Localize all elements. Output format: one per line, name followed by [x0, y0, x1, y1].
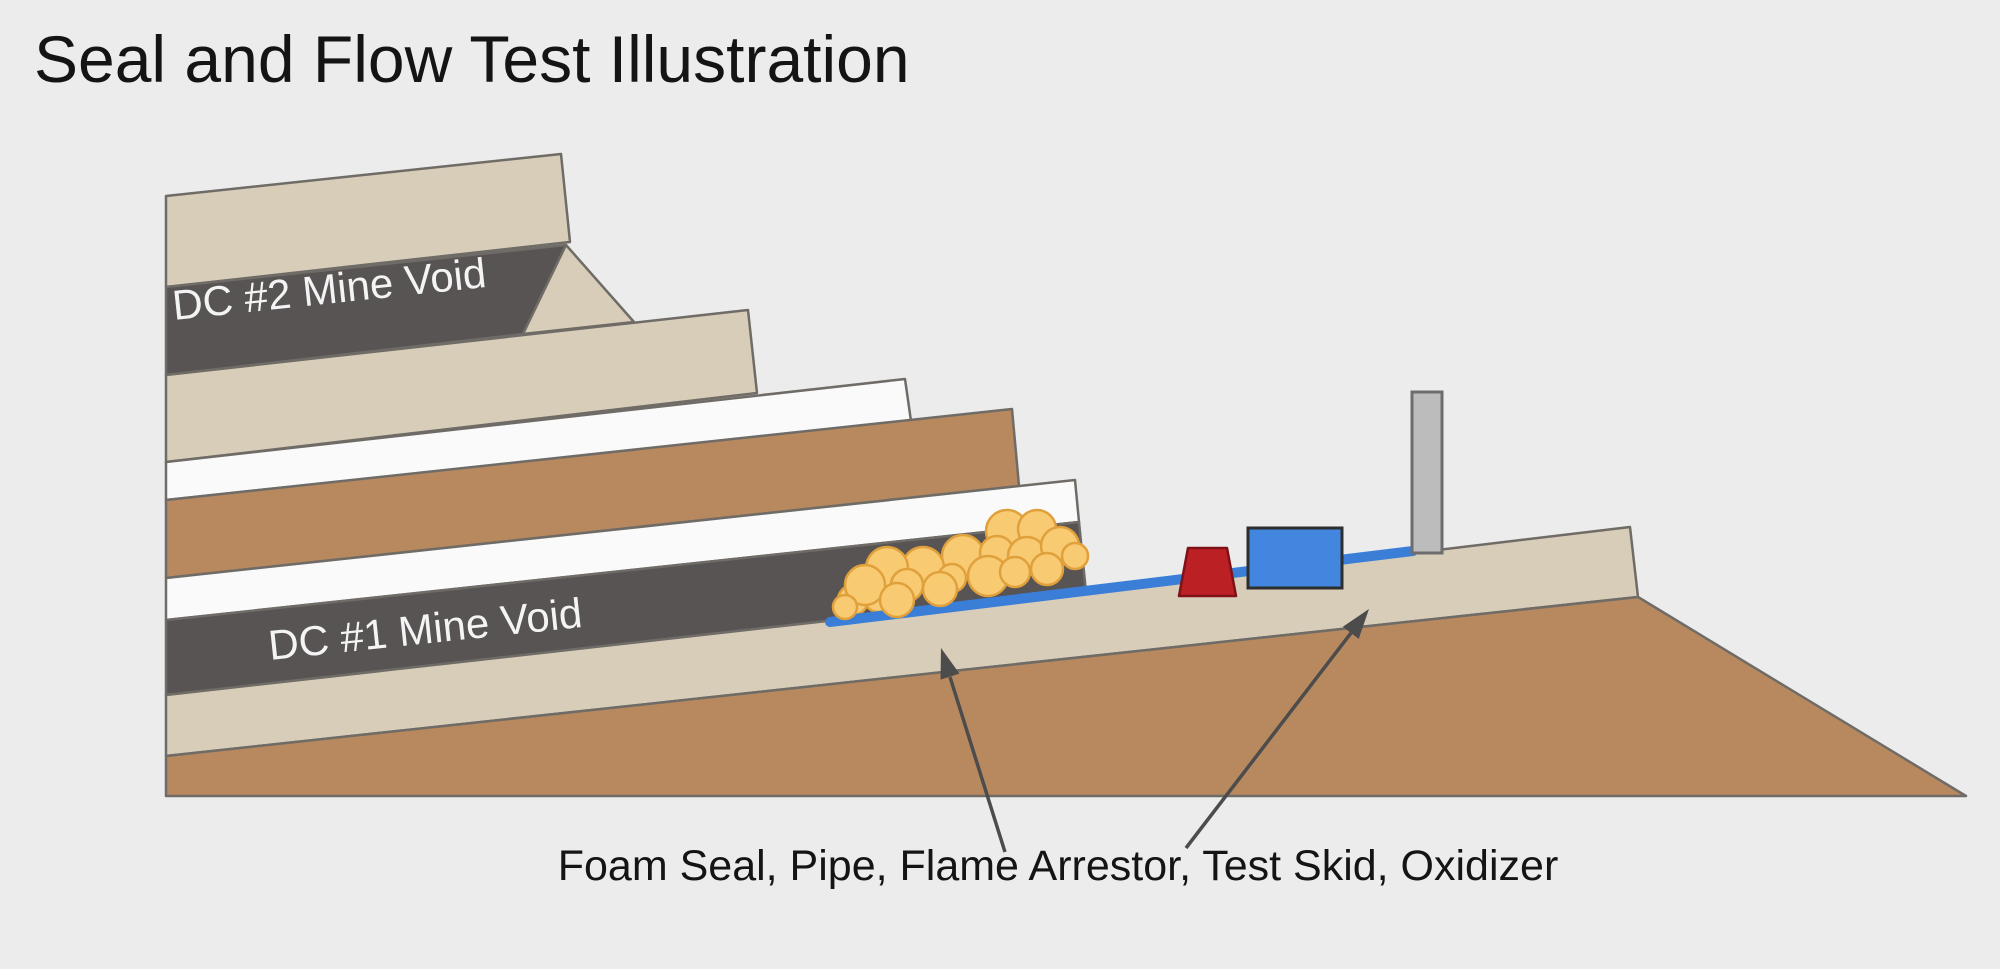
arrow-head-icon [1342, 609, 1369, 639]
foam-seal-front [831, 563, 959, 621]
hillside [164, 595, 1968, 798]
flame-arrestor [1177, 546, 1238, 598]
foam-bubble [921, 570, 959, 608]
oxidizer-stack [1410, 390, 1444, 555]
rock-bench-second [164, 308, 759, 464]
equipment-caption: Foam Seal, Pipe, Flame Arrestor, Test Sk… [558, 842, 1559, 890]
foam-bubble [843, 563, 887, 607]
foam-bubble [831, 593, 859, 621]
pointer-arrow-test-skid [1184, 609, 1369, 850]
test-skid [1246, 526, 1344, 590]
rock-bench-top [164, 152, 572, 289]
foam-bubble [1029, 551, 1065, 587]
foam-bubble [1060, 541, 1090, 571]
arrow-head-icon [940, 648, 960, 680]
page-title: Seal and Flow Test Illustration [34, 22, 910, 96]
arrow-shaft [1184, 631, 1353, 850]
arrow-shaft [948, 676, 1007, 853]
foam-bubble [998, 555, 1032, 589]
foam-bubble [878, 581, 916, 619]
pointer-arrow-foam-seal [940, 648, 1007, 853]
